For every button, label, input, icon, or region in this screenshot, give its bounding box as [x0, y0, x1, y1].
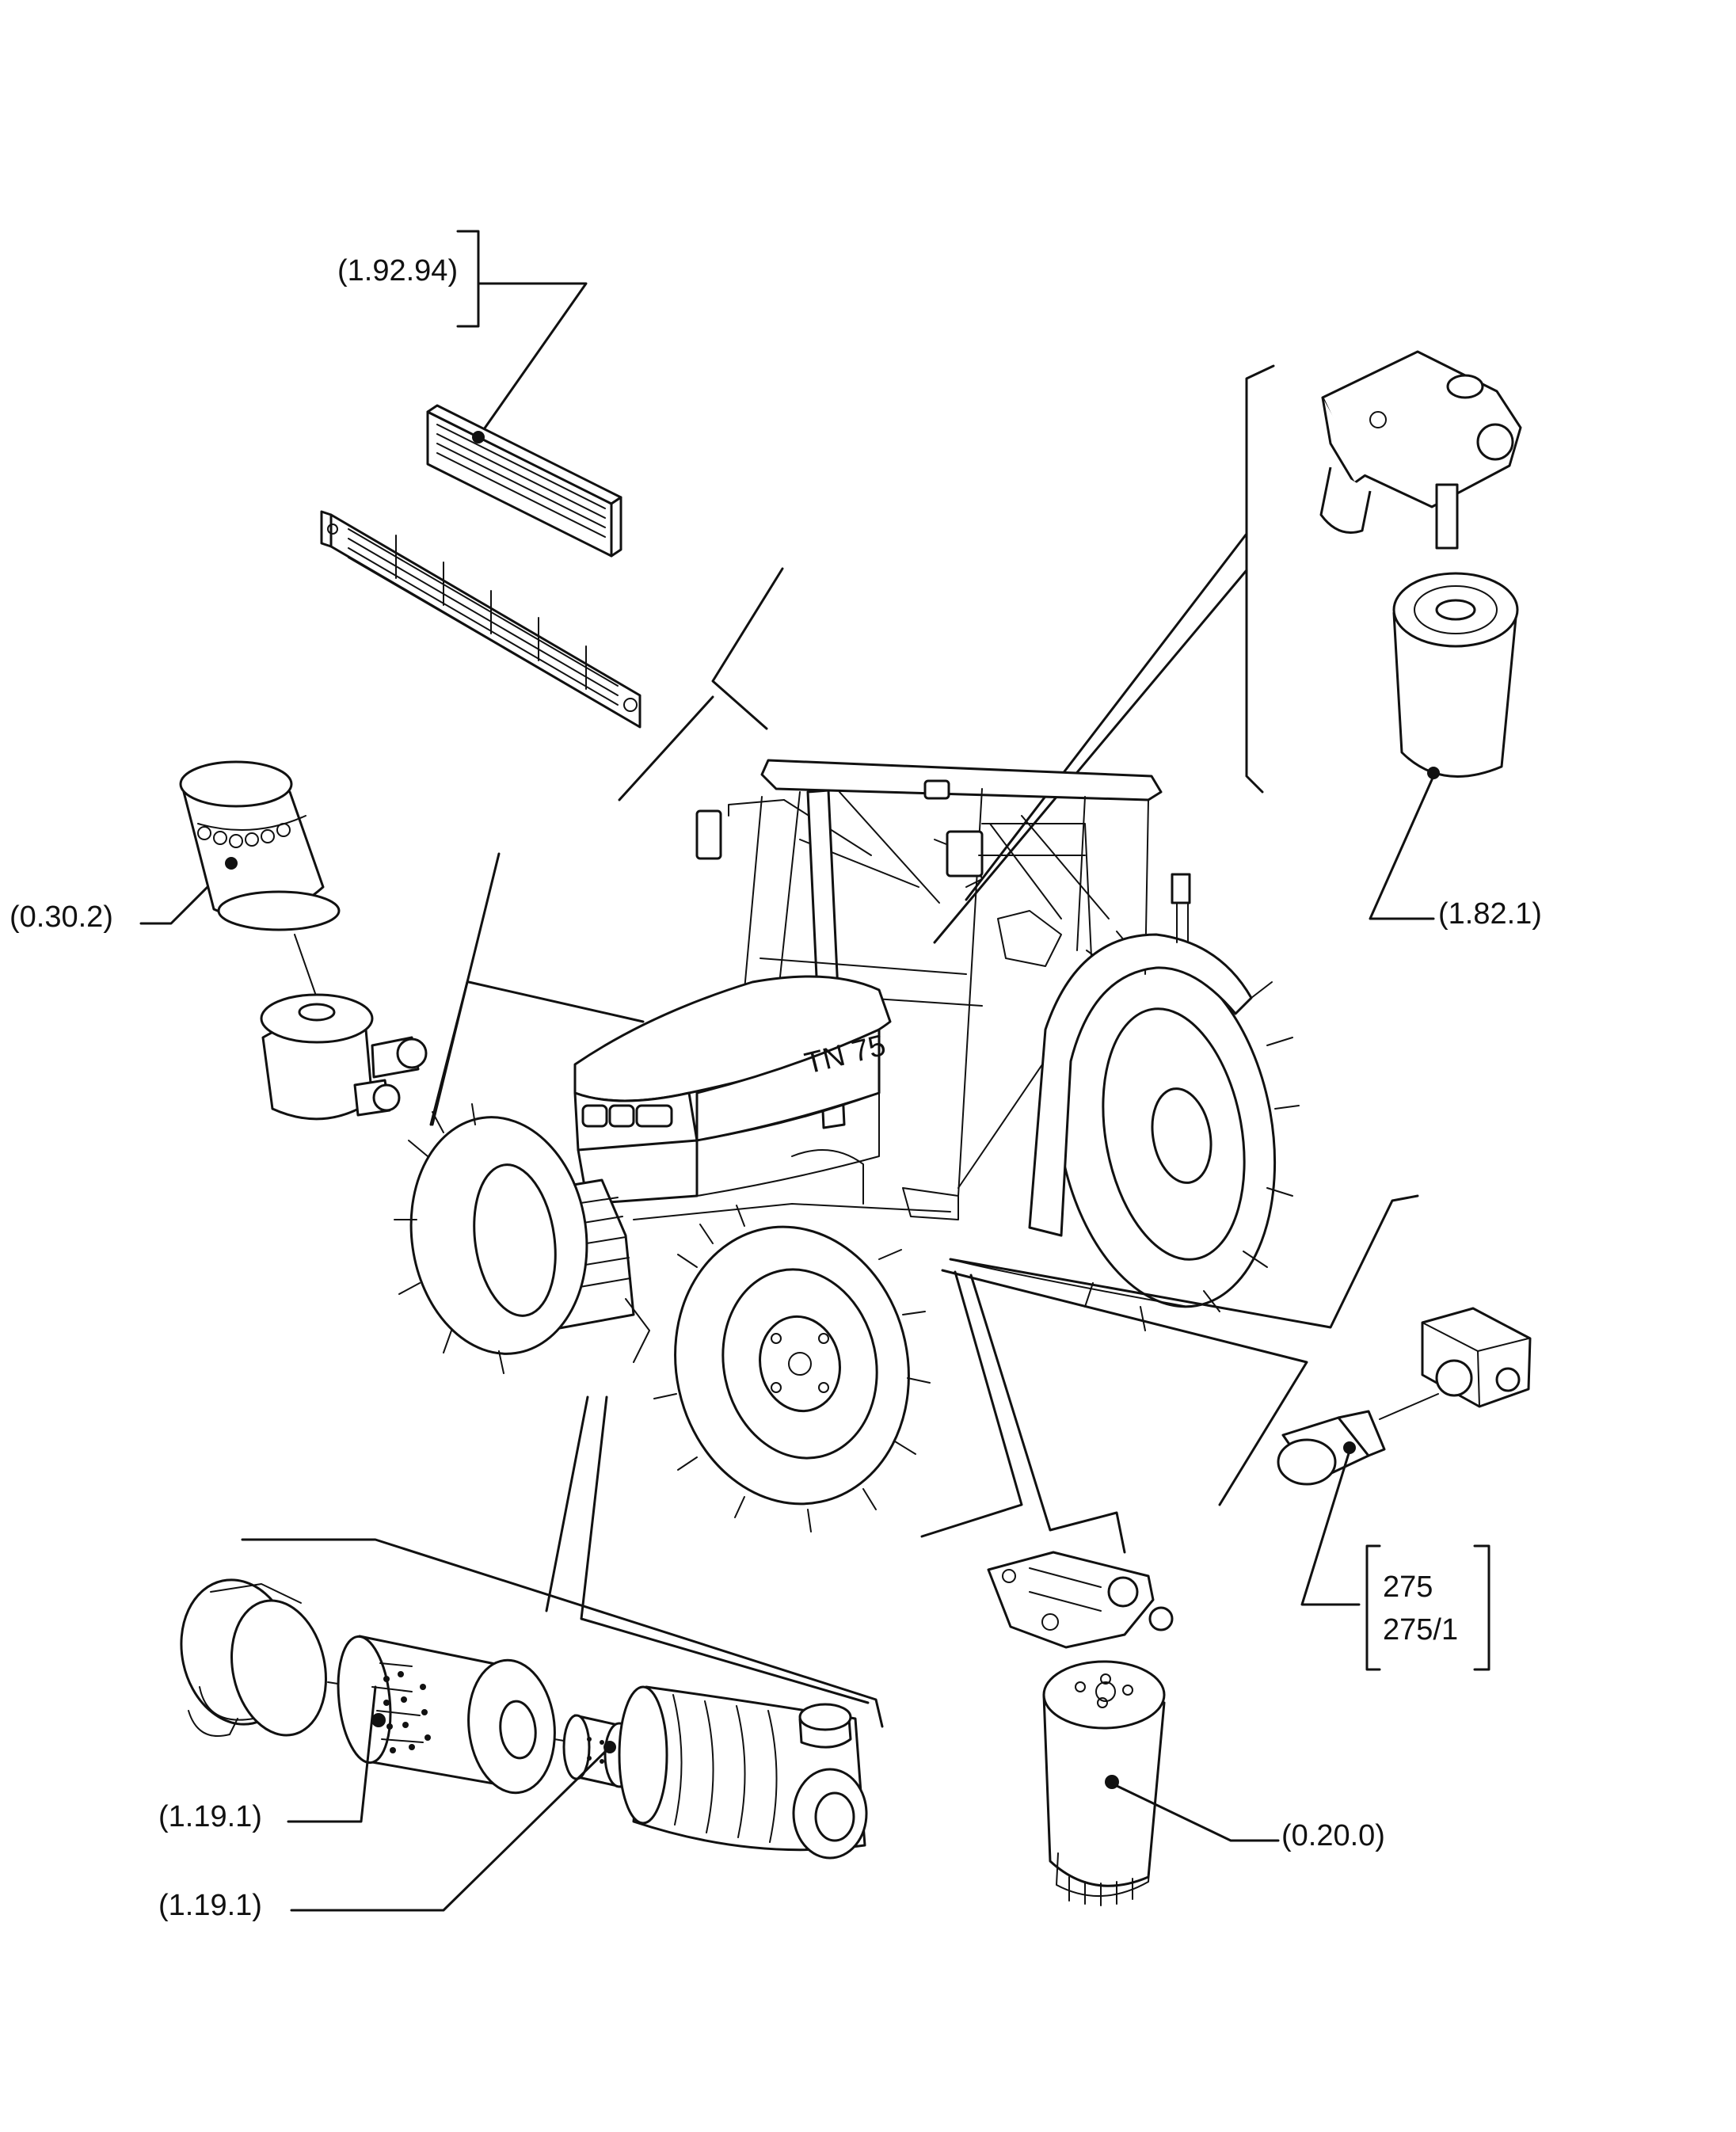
cab-air-grille	[320, 510, 641, 729]
fuel-filter-head	[987, 1551, 1174, 1649]
air-filter-outer-element	[337, 1635, 556, 1795]
callout-air-filter-outer: (1.19.1)	[158, 1800, 262, 1833]
callout-sensor-line-2: 275/1	[1383, 1613, 1458, 1647]
air-filter-group: (1.19.1) (1.19.1)	[158, 1395, 884, 1922]
oil-filter-canister	[179, 760, 341, 931]
hydraulic-filter-group: (1.82.1)	[933, 350, 1542, 944]
engine-oil-filter-group: (0.30.2)	[10, 760, 645, 1126]
cab-air-filter-group	[320, 230, 784, 801]
hydraulic-filter-canister	[1392, 572, 1519, 779]
rear-wheel	[1055, 931, 1300, 1331]
callout-fuel-filter: (0.20.0)	[1281, 1819, 1385, 1852]
tractor-illustration: TN 75	[394, 759, 1300, 1532]
callout-cab-air-filter: (1.92.94)	[337, 254, 458, 287]
fuel-filter-group: (0.20.0)	[920, 1270, 1385, 1906]
front-right-wheel	[653, 1205, 931, 1532]
oil-filter-head	[260, 993, 428, 1121]
air-filter-end-cap	[180, 1578, 327, 1737]
callout-hydraulic-filter: (1.82.1)	[1438, 897, 1542, 931]
front-left-wheel	[394, 1103, 588, 1374]
sensor-housing	[1421, 1307, 1532, 1408]
sensor-body	[1277, 1410, 1386, 1486]
callout-engine-oil-filter: (0.30.2)	[10, 900, 113, 934]
air-filter-housing	[618, 1685, 868, 1860]
callout-air-filter-inner: (1.19.1)	[158, 1889, 262, 1922]
sensor-group: 275 275/1	[941, 1194, 1532, 1671]
fuel-filter-canister	[1042, 1660, 1166, 1906]
cab-air-filter-element	[426, 404, 622, 558]
callout-sensor-line-1: 275	[1383, 1570, 1433, 1604]
hydraulic-filter-head	[1319, 350, 1522, 550]
